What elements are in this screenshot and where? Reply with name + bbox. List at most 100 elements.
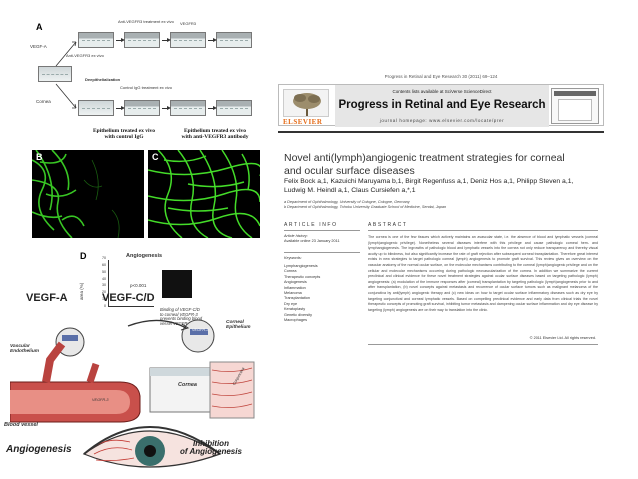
arrow-icon [116, 106, 125, 110]
graph-y-tick: 10 [102, 297, 106, 302]
citation-line: Progress in Retinal and Eye Research 30 … [384, 74, 498, 79]
journal-banner: ELSEVIER Contents lists available at Sci… [278, 84, 604, 127]
article-title: Novel anti(lymph)angiogenic treatment st… [284, 152, 565, 177]
graph-y-axis [108, 260, 109, 306]
tissue-strip [170, 32, 206, 48]
panel-label-c: C [152, 152, 159, 162]
keyword-item: Therapeutic concepts [284, 274, 321, 279]
keyword-item: Melanoma [284, 291, 302, 296]
cornea-small-label: Cornea [36, 99, 51, 104]
vegf-cd-label: VEGF-C/D [102, 292, 155, 304]
vessel-network-treated [148, 150, 260, 238]
tissue-strip [124, 100, 160, 116]
keyword-item: Keratoplasty [284, 307, 306, 312]
keyword-item: Angiogenesis [284, 280, 307, 285]
abstract-text: The cornea is one of the few tissues whi… [368, 235, 598, 312]
arrow-icon [208, 106, 217, 110]
tissue-strip [170, 100, 206, 116]
inhibition-label: Inhibition of Angiogenesis [180, 439, 242, 457]
graph-title: Angiogenesis [126, 253, 163, 259]
micrograph-control: B [32, 150, 144, 238]
binding-note: Binding of VEGF-C/D to corneal VEGFR-3 p… [160, 307, 203, 326]
anti-vegfr3-side-label: Anti-VEGFR3 ex vivo [66, 53, 104, 58]
caption-anti-vegfr3: Epithelium treated ex vivo with anti-VEG… [181, 128, 249, 141]
article-first-page: Progress in Retinal and Eye Research 30 … [278, 74, 604, 364]
angiogenesis-label: Angiogenesis [6, 444, 72, 455]
panel-label-a: A [36, 22, 43, 32]
vegf-a-small-label: VEGF-A [30, 44, 47, 49]
micrograph-anti-vegfr3: C [148, 150, 260, 238]
contents-line: Contents lists available at SciVerse Sci… [392, 89, 492, 94]
history-block: Article history: Available online 23 Jan… [284, 234, 340, 244]
keyword-list: Lymphangiogenesis Cornea Therapeutic con… [284, 264, 320, 323]
graph-y-tick: 70 [102, 256, 106, 260]
article-info-heading: ARTICLE INFO [284, 222, 338, 228]
tissue-strip [216, 32, 252, 48]
panel-label-b: B [36, 152, 43, 162]
vegf-a-label: VEGF-A [26, 292, 68, 304]
cover-header [554, 91, 596, 96]
tissue-strip [78, 32, 114, 48]
anti-vegfr3-treatment-label: Anti-VEGFR3 treatment ex vivo [118, 19, 174, 24]
keyword-item: Cornea [284, 269, 297, 274]
branch-arrows-icon [55, 41, 77, 109]
tissue-strip [216, 100, 252, 116]
composite-figure: A VEGF-A Anti-VEGFR3 treatment ex vivo V… [4, 8, 270, 478]
journal-url: journal homepage: www.elsevier.com/locat… [379, 118, 505, 123]
journal-title: Progress in Retinal and Eye Research [338, 99, 546, 111]
graph-y-tick: 30 [102, 283, 106, 288]
tissue-strip [78, 100, 114, 116]
graph-y-tick: 50 [102, 269, 106, 274]
control-igg-label: Control IgG treatment ex vivo [120, 85, 173, 90]
arrow-icon [162, 106, 171, 110]
vessel-network-control [32, 150, 120, 238]
abstract-heading: ABSTRACT [368, 222, 408, 228]
angiogenesis-illustration [10, 319, 255, 468]
caption-control-igg: Epithelium treated ex vivo with control … [92, 128, 156, 141]
corneal-epithelium-label: Corneal Epithelium [226, 320, 251, 331]
graph-y-tick: 60 [102, 262, 106, 267]
vegfr3-left-label: VEGFR-3 [92, 398, 109, 402]
cornea-label: Cornea [178, 382, 197, 388]
keywords-label: Keywords: [284, 256, 302, 260]
vegfr3-top-label: VEGFR3 [180, 21, 197, 26]
arrow-icon [162, 38, 171, 42]
graph-pvalue: p<0.001 [130, 283, 147, 288]
vegfr3-right-label: VEGFR-3 [192, 328, 209, 332]
tissue-strip [124, 32, 160, 48]
graph-y-tick: 40 [102, 276, 106, 281]
elsevier-tree-logo [283, 89, 329, 117]
history-label: Article history: [284, 234, 308, 238]
graph-bar [162, 270, 192, 298]
author-list: Felix Bock a,1, Kazuichi Maruyama b,1, B… [284, 178, 574, 195]
panel-label-d: D [80, 251, 87, 261]
tissue-strip [38, 66, 72, 82]
history-value: Available online 23 January 2011 [284, 238, 340, 243]
blood-vessel-label: Blood vessel [4, 422, 38, 428]
keywords-rule [284, 252, 360, 253]
graph-x-axis [108, 306, 154, 307]
graph-y-tick: 0 [104, 304, 106, 308]
vascular-endothelium-label: Vascular Endothelium [10, 344, 40, 355]
keyword-item: Dry eye [284, 301, 298, 306]
journal-cover-thumbnail [551, 88, 599, 124]
deepithelialization-label: Deepithelialization [85, 77, 121, 82]
abstract-rule [368, 230, 598, 231]
info-rule [284, 230, 360, 231]
graph-ylabel: area (%) [79, 282, 84, 300]
arrow-icon [116, 38, 125, 42]
keyword-item: Transplantation [284, 296, 311, 301]
affiliation-b: b Department of Ophthalmology, Tohoku Un… [284, 205, 447, 210]
arrow-icon [208, 38, 217, 42]
keyword-item: Macrophages [284, 318, 308, 323]
banner-rule [278, 131, 604, 133]
copyright-line: © 2011 Elsevier Ltd. All rights reserved… [529, 336, 596, 340]
affiliations: a Department of Ophthalmology, Universit… [284, 200, 446, 210]
keyword-item: Inflammation [284, 285, 306, 290]
banner-center: Contents lists available at SciVerse Sci… [335, 85, 549, 127]
tree-icon [293, 93, 321, 116]
abstract-end-rule [368, 344, 598, 345]
publisher-name: ELSEVIER [283, 118, 323, 126]
cover-body [558, 99, 592, 121]
